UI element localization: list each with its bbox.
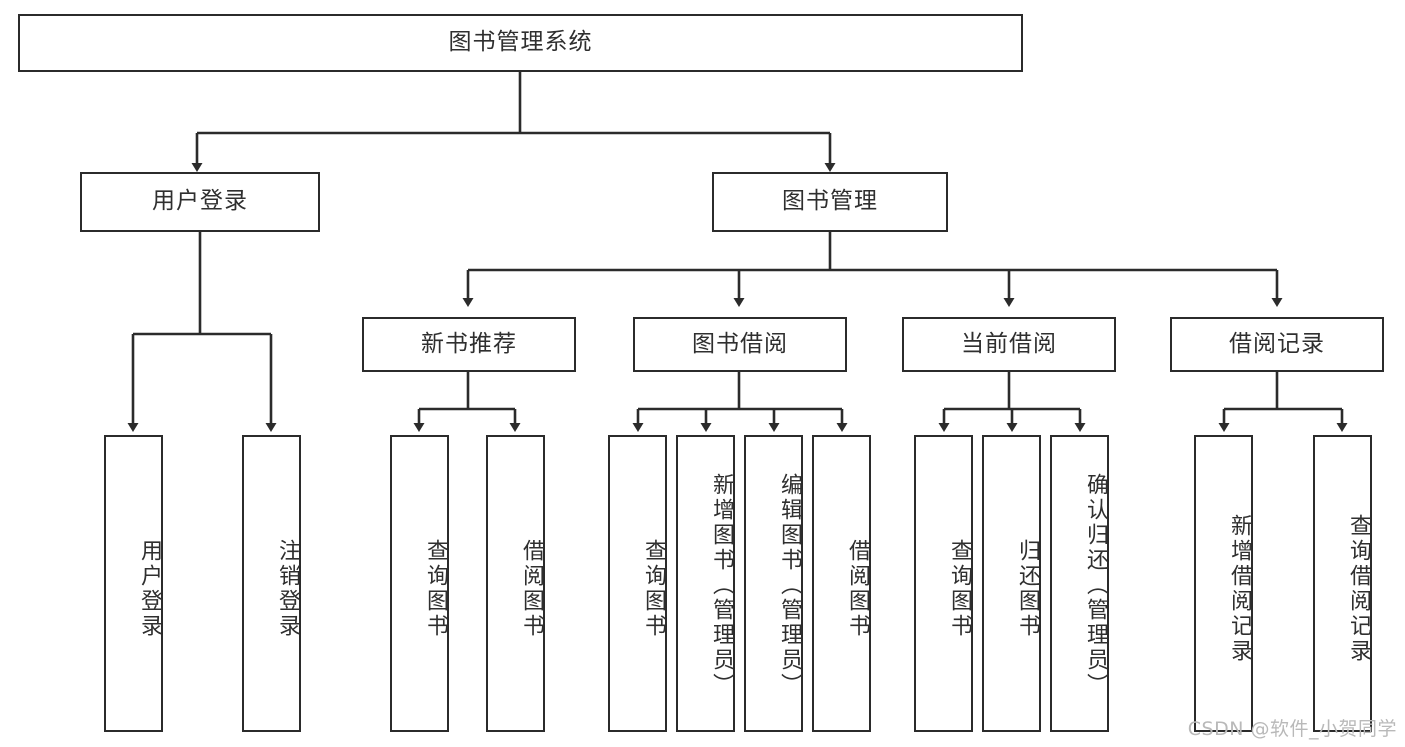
node-leaf-borrow-query-book[interactable]: 查询图书 (608, 435, 667, 732)
node-label: 当前借阅 (961, 330, 1057, 357)
node-leaf-borrow-borrow-book[interactable]: 借阅图书 (812, 435, 871, 732)
node-label: 查询借阅记录 (1346, 513, 1371, 664)
node-label: 查询图书 (423, 538, 448, 639)
node-leaf-record-query-record[interactable]: 查询借阅记录 (1313, 435, 1372, 732)
node-root-book-management-system[interactable]: 图书管理系统 (18, 14, 1023, 72)
node-label: 新书推荐 (421, 330, 517, 357)
node-leaf-user-login-login[interactable]: 用户登录 (104, 435, 163, 732)
watermark: CSDN @软件_小贺同学 (1187, 718, 1397, 740)
node-leaf-record-add-record[interactable]: 新增借阅记录 (1194, 435, 1253, 732)
node-label: 借阅记录 (1229, 330, 1325, 357)
node-leaf-current-query-book[interactable]: 查询图书 (914, 435, 973, 732)
node-leaf-new-book-query[interactable]: 查询图书 (390, 435, 449, 732)
node-book-borrow[interactable]: 图书借阅 (633, 317, 847, 372)
node-label: 借阅图书 (845, 538, 870, 639)
node-user-login[interactable]: 用户登录 (80, 172, 320, 232)
node-leaf-current-confirm-return-admin[interactable]: 确认归还（管理员） (1050, 435, 1109, 732)
node-leaf-new-book-borrow[interactable]: 借阅图书 (486, 435, 545, 732)
node-leaf-user-login-logout[interactable]: 注销登录 (242, 435, 301, 732)
node-current-borrow[interactable]: 当前借阅 (902, 317, 1116, 372)
node-label: 注销登录 (275, 538, 300, 639)
node-label: 图书管理 (782, 188, 878, 215)
node-label: 确认归还（管理员） (1083, 473, 1108, 698)
node-label: 新增借阅记录 (1227, 513, 1252, 664)
node-new-book-recommend[interactable]: 新书推荐 (362, 317, 576, 372)
node-label: 图书管理系统 (448, 29, 593, 56)
node-label: 新增图书（管理员） (709, 473, 734, 698)
node-book-management[interactable]: 图书管理 (712, 172, 948, 232)
node-label: 归还图书 (1015, 538, 1040, 639)
node-label: 借阅图书 (519, 538, 544, 639)
node-label: 编辑图书（管理员） (777, 473, 802, 698)
node-leaf-current-return-book[interactable]: 归还图书 (982, 435, 1041, 732)
node-label: 用户登录 (137, 538, 162, 639)
node-label: 查询图书 (641, 538, 666, 639)
node-leaf-borrow-edit-book-admin[interactable]: 编辑图书（管理员） (744, 435, 803, 732)
node-label: 图书借阅 (692, 330, 788, 357)
node-label: 用户登录 (152, 188, 248, 215)
node-borrow-record[interactable]: 借阅记录 (1170, 317, 1384, 372)
node-leaf-borrow-add-book-admin[interactable]: 新增图书（管理员） (676, 435, 735, 732)
node-label: 查询图书 (947, 538, 972, 639)
